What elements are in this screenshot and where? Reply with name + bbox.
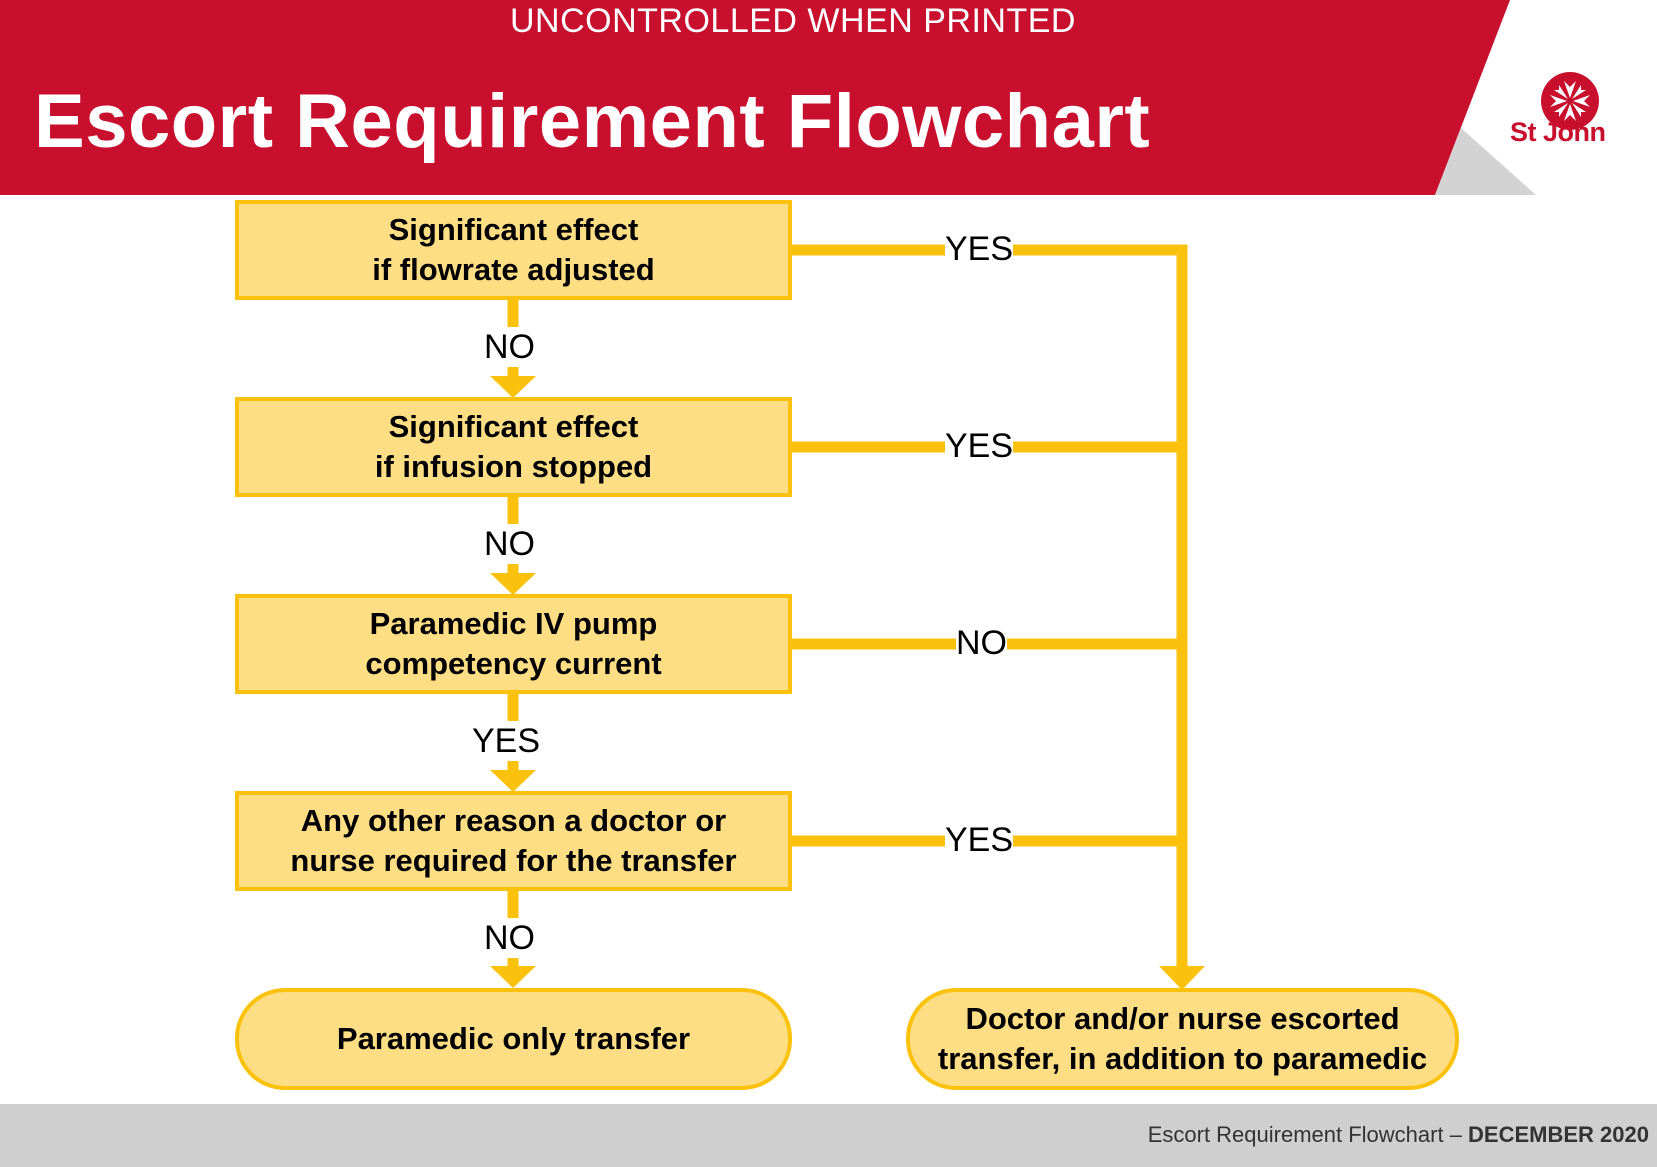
outcome-text: Paramedic only transfer xyxy=(336,1021,691,1056)
outcome-text-line2: transfer, in addition to paramedic xyxy=(937,1041,1428,1076)
right-label-2: YES xyxy=(945,426,1014,466)
outcome-text-line1: Doctor and/or nurse escorted xyxy=(965,1001,1400,1036)
right-label-1: YES xyxy=(945,229,1014,269)
decision-text-line2: nurse required for the transfer xyxy=(290,843,737,878)
logo-text: St John xyxy=(1510,117,1606,147)
down-label-1: NO xyxy=(484,327,535,367)
down-label-4: NO xyxy=(484,918,535,958)
decision-box-other-reason: Any other reason a doctor or nurse requi… xyxy=(235,791,792,891)
decision-box-infusion: Significant effect if infusion stopped xyxy=(235,397,792,497)
down-label-2: NO xyxy=(484,524,535,564)
header-banner: UNCONTROLLED WHEN PRINTED Escort Require… xyxy=(0,0,1657,195)
footer-text: Escort Requirement Flowchart – DECEMBER … xyxy=(1148,1122,1649,1148)
down-label-3: YES xyxy=(472,721,541,761)
decision-box-competency: Paramedic IV pump competency current xyxy=(235,594,792,694)
footer-date: DECEMBER 2020 xyxy=(1468,1122,1649,1147)
footer-title: Escort Requirement Flowchart – xyxy=(1147,1122,1469,1147)
page-title: Escort Requirement Flowchart xyxy=(34,79,1151,164)
uncontrolled-notice: UNCONTROLLED WHEN PRINTED xyxy=(510,2,1076,40)
banner-shape xyxy=(0,0,1536,195)
decision-text-line1: Significant effect xyxy=(388,212,639,247)
decision-box-flowrate: Significant effect if flowrate adjusted xyxy=(235,200,792,300)
outcome-doctor-nurse-escort: Doctor and/or nurse escorted transfer, i… xyxy=(906,988,1459,1090)
decision-text-line1: Paramedic IV pump xyxy=(369,606,658,641)
decision-text-line2: if flowrate adjusted xyxy=(372,252,655,287)
outcome-paramedic-only: Paramedic only transfer xyxy=(235,988,792,1090)
decision-text-line1: Any other reason a doctor or xyxy=(300,803,727,838)
decision-text-line2: competency current xyxy=(365,646,662,681)
right-label-4: YES xyxy=(945,820,1014,860)
decision-text-line2: if infusion stopped xyxy=(374,449,653,484)
st-john-logo-icon xyxy=(1541,72,1599,130)
footer-bar: Escort Requirement Flowchart – DECEMBER … xyxy=(0,1104,1657,1167)
decision-text-line1: Significant effect xyxy=(388,409,639,444)
right-label-3: NO xyxy=(956,623,1007,663)
